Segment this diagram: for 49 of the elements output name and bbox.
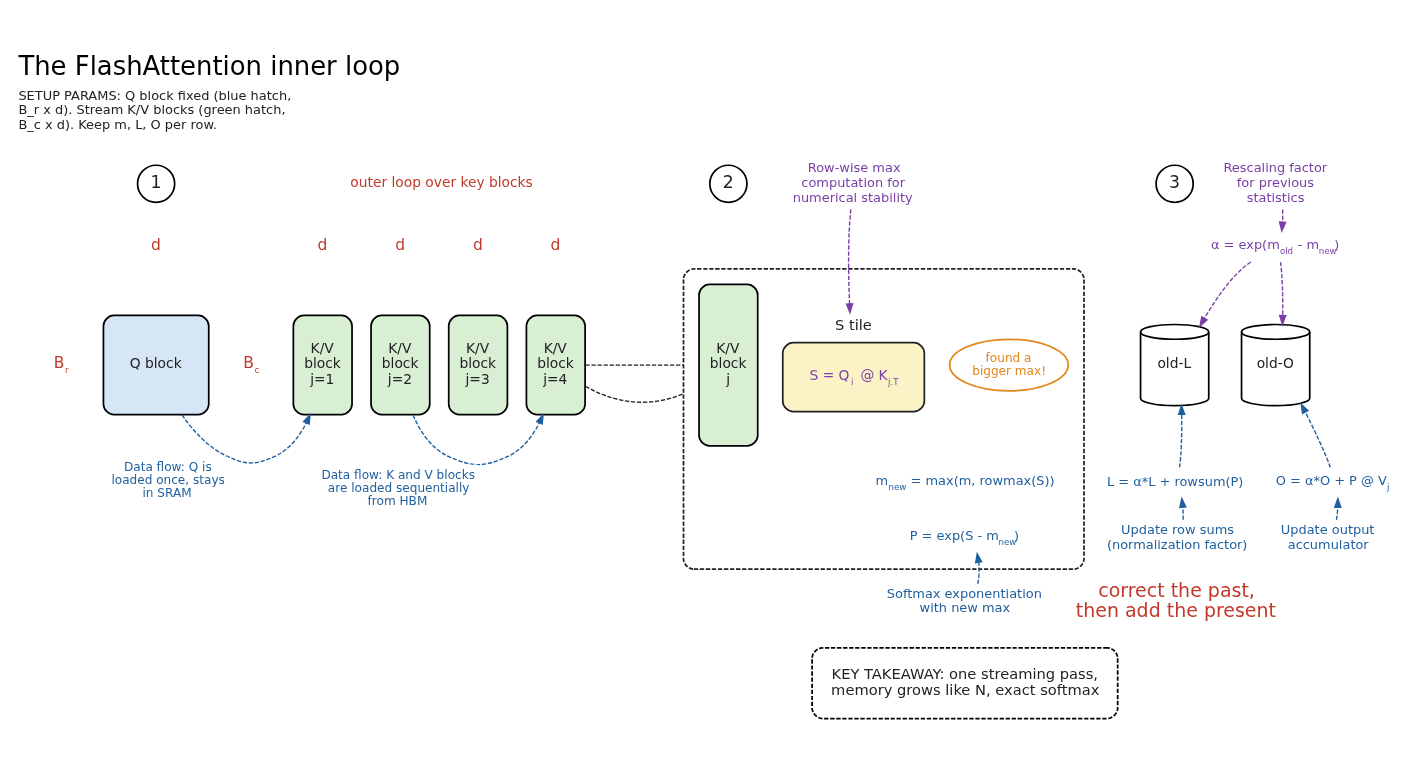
node-box: Q block	[102, 314, 210, 416]
label: d	[550, 235, 561, 254]
node-text: L = α*L + rowsum(P)	[1106, 473, 1244, 489]
label: outer loop over key blocks	[350, 173, 533, 190]
arrow	[1278, 260, 1287, 326]
arrow	[974, 551, 983, 585]
node-text: Update output accumulator	[1280, 521, 1375, 551]
node-box: K/V block j=4	[525, 314, 586, 416]
edge-label: Data flow: K and V blocks are loaded sequentially from HBM	[321, 467, 475, 508]
node-text: P = exp(S - m$_{new}$)	[909, 527, 1020, 547]
node-text: Softmax exponentiation with new max	[886, 585, 1042, 615]
label: B$_{r}$	[53, 353, 69, 375]
label: d	[472, 235, 483, 254]
label: d	[395, 235, 406, 254]
node-text: Rescaling factor for previous statistics	[1223, 159, 1328, 205]
node-circle: 3	[1155, 163, 1195, 203]
node-ellipse: found a bigger max!	[948, 337, 1070, 392]
connector	[584, 385, 685, 403]
arrow	[1300, 402, 1331, 468]
cluster	[682, 267, 1085, 570]
arrow	[181, 412, 311, 464]
arrow	[1178, 496, 1187, 520]
node-box: KEY TAKEAWAY: one streaming pass, memory grows like N, exact softmax	[811, 646, 1119, 719]
node-box: K/V block j=2	[370, 314, 431, 416]
label: m$_{new}$ = max(m, rowmax(S))	[875, 472, 1055, 492]
arrow	[1177, 403, 1186, 468]
node-circle: 1	[136, 163, 176, 203]
label: SETUP PARAMS: Q block fixed (blue hatch, B_r x d). Stream K/V blocks (green hatch, B_c x d). Keep m, L, O per row.	[18, 87, 292, 132]
arrow	[1278, 208, 1287, 233]
arrow	[412, 412, 544, 465]
node-text: α = exp(m$_{old}$ - m$_{new}$)	[1210, 236, 1340, 256]
arrow	[845, 208, 854, 315]
node-circle: 2	[708, 163, 748, 203]
connector	[584, 363, 685, 366]
label: correct the past, then add the present	[1075, 577, 1276, 621]
node-box: K/V block j	[698, 283, 759, 447]
arrow	[1199, 260, 1252, 328]
node-label: S tile	[834, 315, 872, 333]
label: B$_{c}$	[243, 353, 260, 375]
diagram-title: The FlashAttention inner loop	[18, 50, 401, 81]
node-box: K/V block j=3	[447, 314, 509, 416]
node-text: Row-wise max computation for numerical stability	[792, 159, 913, 205]
node-box: K/V block j=1	[292, 314, 353, 416]
arrow	[1333, 496, 1342, 520]
edge-label: Data flow: Q is loaded once, stays in SRAM	[111, 459, 225, 500]
label: d	[150, 235, 161, 254]
label: d	[317, 235, 328, 254]
node-text: Update row sums (normalization factor)	[1106, 521, 1248, 551]
node-text: O = α*O + P @ V$_{j}$	[1275, 472, 1390, 492]
